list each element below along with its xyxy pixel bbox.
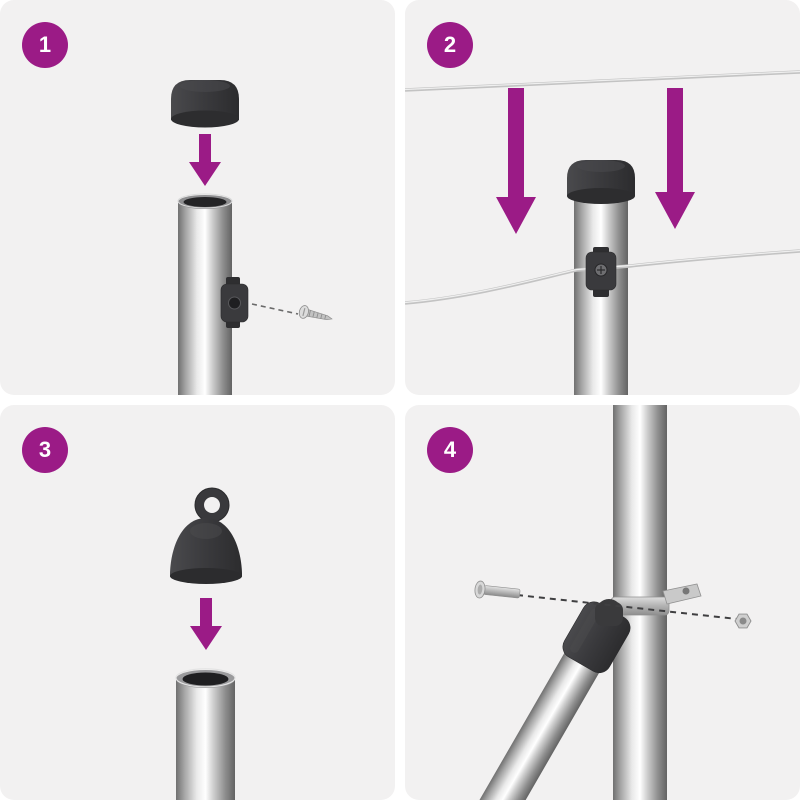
step-3-panel: 3 — [0, 405, 395, 800]
bolt-icon — [474, 580, 521, 599]
tension-wire-top — [405, 70, 800, 92]
arrow-down-icon — [190, 598, 222, 650]
step-1-panel: 1 — [0, 0, 395, 395]
step-badge: 3 — [22, 427, 68, 473]
dashed-guide — [516, 594, 738, 620]
open-pole — [175, 668, 236, 800]
eyelet-cap — [170, 487, 242, 584]
step-badge: 4 — [427, 427, 473, 473]
step-1-illustration — [171, 80, 333, 395]
end-cap — [171, 80, 239, 128]
pole-clamp — [610, 583, 702, 616]
diagonal-brace — [448, 601, 631, 800]
wire-clip — [585, 247, 617, 297]
step-4-illustration — [448, 405, 752, 800]
step-2-illustration — [405, 70, 800, 395]
step-3-illustration — [170, 487, 242, 800]
dashed-guide — [251, 303, 299, 315]
step-4-panel: 4 — [405, 405, 800, 800]
arrow-down-icon — [655, 88, 695, 229]
step-badge: 1 — [22, 22, 68, 68]
nut-icon — [734, 613, 752, 629]
step-2-panel: 2 — [405, 0, 800, 395]
screw-icon — [298, 305, 333, 321]
step-badge: 2 — [427, 22, 473, 68]
arrow-down-icon — [189, 134, 221, 186]
wire-clip — [220, 277, 249, 328]
arrow-down-icon — [496, 88, 536, 234]
